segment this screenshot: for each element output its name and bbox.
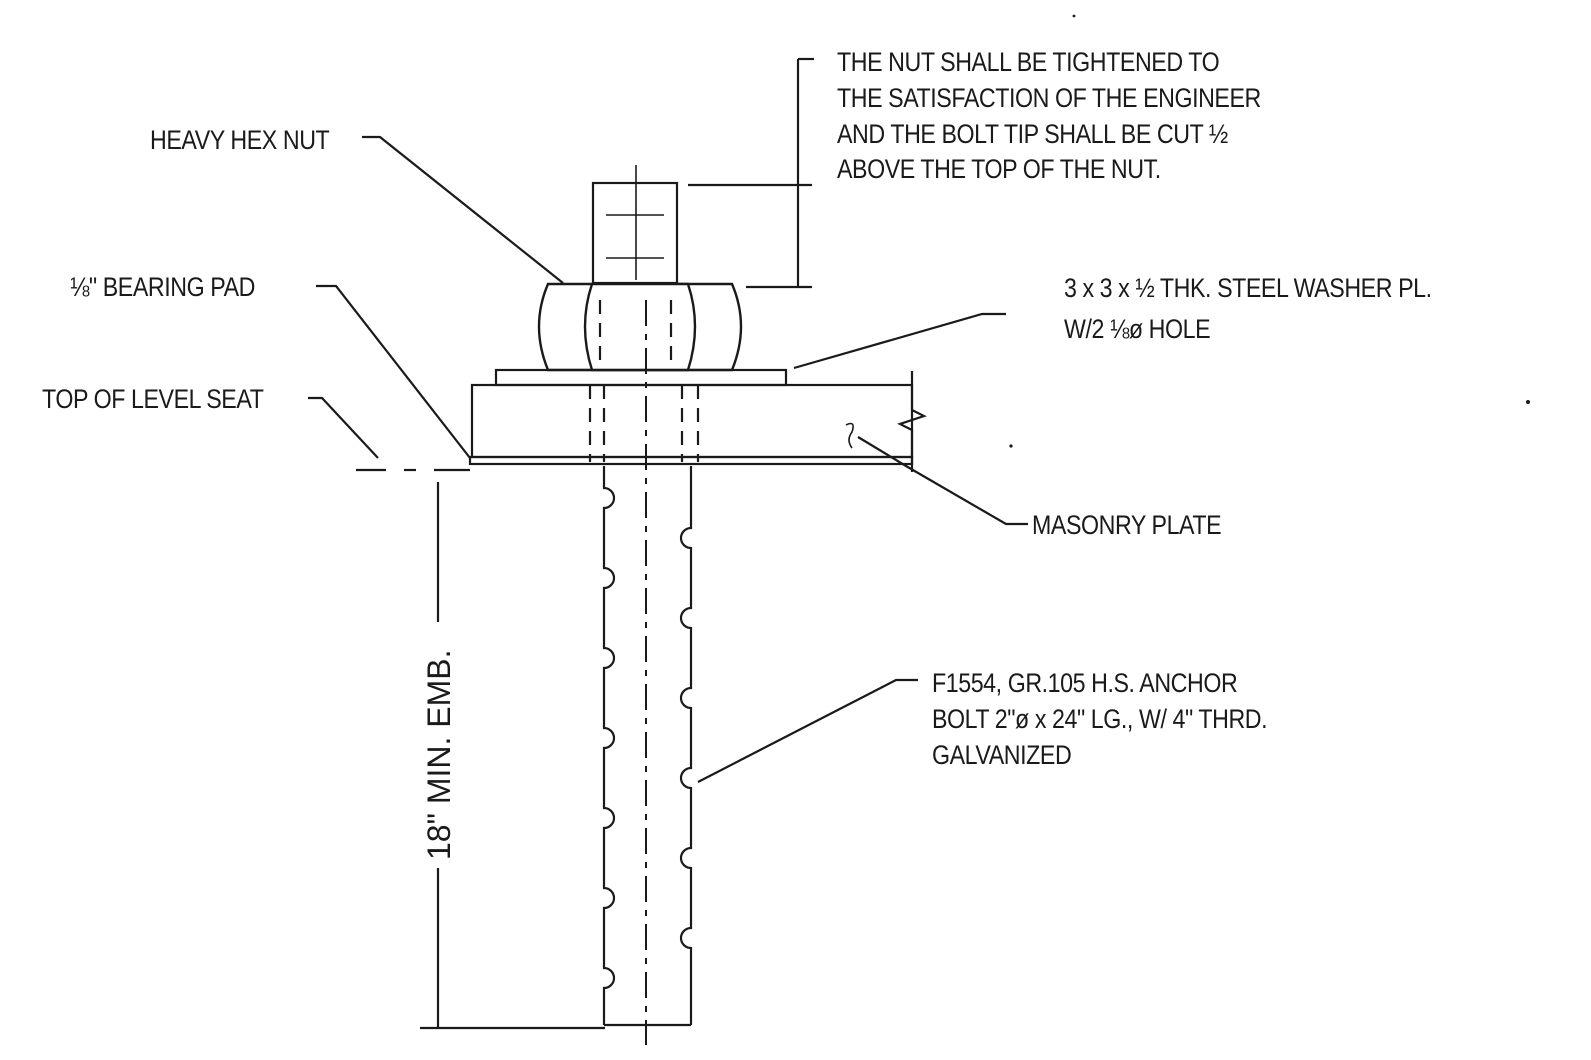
- heavy-hex-nut: [537, 282, 743, 372]
- washer-label-line-2: W/2 ⅛ø HOLE: [1064, 314, 1210, 344]
- leader-lines: [308, 135, 1028, 783]
- speck: [1072, 14, 1076, 18]
- bolt-hidden-lines: [588, 385, 700, 462]
- note-line-3: AND THE BOLT TIP SHALL BE CUT ½: [837, 119, 1228, 149]
- speck: [1009, 444, 1013, 448]
- speck: [1526, 400, 1530, 404]
- steel-washer-plate: [494, 368, 788, 387]
- anchor-bolt-shaft: [602, 466, 693, 1027]
- heavy-hex-nut-label: HEAVY HEX NUT: [150, 125, 329, 155]
- bearing-pad-label: ⅛" BEARING PAD: [70, 272, 255, 302]
- note-line-4: ABOVE THE TOP OF THE NUT.: [837, 154, 1161, 184]
- embedment-dimension-label: 18" MIN. EMB.: [421, 649, 457, 860]
- embedment-dimension: [420, 482, 605, 1030]
- tip-projection-dimension: [688, 57, 814, 289]
- anchor-bolt-label-line-2: BOLT 2"ø x 24" LG., W/ 4" THRD.: [932, 704, 1267, 734]
- anchor-bolt-label-line-1: F1554, GR.105 H.S. ANCHOR: [932, 668, 1238, 698]
- anchor-bolt-label-line-3: GALVANIZED: [932, 740, 1071, 770]
- bearing-pad: [468, 455, 914, 466]
- washer-label-line-1: 3 x 3 x ½ THK. STEEL WASHER PL.: [1064, 273, 1432, 303]
- masonry-plate-label: MASONRY PLATE: [1032, 510, 1221, 540]
- top-of-level-seat-label: TOP OF LEVEL SEAT: [42, 384, 264, 414]
- note-line-2: THE SATISFACTION OF THE ENGINEER: [837, 83, 1261, 113]
- note-line-1: THE NUT SHALL BE TIGHTENED TO: [837, 47, 1219, 77]
- bolt-tip: [591, 165, 679, 285]
